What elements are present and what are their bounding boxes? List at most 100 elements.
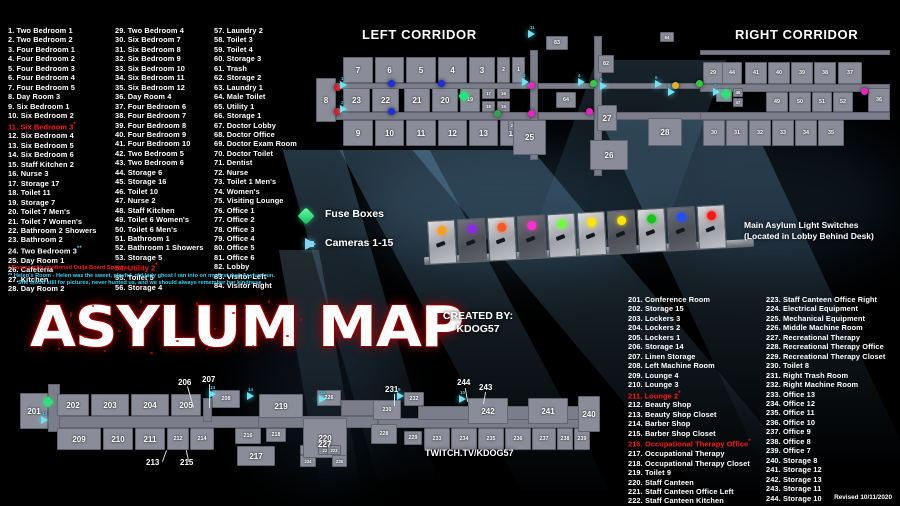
floor-room[interactable]: 38 (814, 62, 836, 84)
camera-marker[interactable] (578, 78, 585, 86)
light-switch[interactable] (546, 212, 578, 259)
floor-room[interactable]: 5 (406, 57, 436, 83)
floor-room[interactable]: 16 (497, 88, 510, 99)
map-marker-dot[interactable] (590, 80, 597, 87)
light-switch[interactable] (696, 204, 727, 250)
twitch-link[interactable]: TWITCH.TV/KDOG57 (425, 448, 514, 458)
map-marker-dot[interactable] (388, 80, 395, 87)
camera-marker[interactable] (459, 395, 466, 403)
floor-room[interactable]: 241 (528, 398, 568, 424)
floor-room[interactable]: 10 (375, 120, 404, 146)
floor-room[interactable]: 51 (812, 92, 832, 112)
switch-toggle[interactable] (615, 230, 626, 238)
light-switch[interactable] (486, 216, 518, 262)
floor-room[interactable]: 1 (512, 57, 525, 83)
map-marker-dot[interactable] (672, 82, 679, 89)
floor-room[interactable]: 8 (316, 78, 336, 122)
camera-marker[interactable] (340, 105, 347, 113)
light-switch[interactable] (666, 206, 697, 252)
map-marker-dot[interactable] (696, 80, 703, 87)
map-marker-dot[interactable] (334, 84, 341, 91)
camera-marker[interactable] (41, 416, 48, 424)
floor-room[interactable]: 23 (343, 88, 370, 112)
switch-toggle[interactable] (555, 234, 566, 242)
floor-room[interactable]: 52 (833, 92, 853, 112)
floor-room[interactable]: 202 (57, 394, 89, 416)
floor-room[interactable]: 228 (371, 424, 397, 444)
camera-marker[interactable] (209, 390, 216, 398)
floor-room[interactable]: 32 (749, 120, 771, 146)
floor-room[interactable]: 223 (327, 445, 341, 455)
floor-room[interactable]: 35 (818, 120, 844, 146)
floor-room[interactable]: 225 (332, 455, 347, 467)
floor-room[interactable]: 41 (745, 62, 767, 84)
floor-room[interactable]: 47 (733, 98, 743, 107)
floor-room[interactable]: 26 (590, 140, 628, 170)
map-marker-dot[interactable] (861, 88, 868, 95)
map-marker-dot[interactable] (388, 108, 395, 115)
floor-room[interactable]: 12 (438, 120, 467, 146)
floor-room[interactable]: 209 (57, 428, 101, 450)
floor-room[interactable]: 44 (722, 62, 742, 84)
floor-room[interactable]: 34 (795, 120, 817, 146)
floor-room[interactable]: 234 (451, 428, 477, 450)
floor-room[interactable]: 25 (513, 120, 546, 155)
floor-room[interactable]: 2 (497, 57, 510, 83)
map-marker-dot[interactable] (528, 110, 535, 117)
floor-room[interactable]: 30 (703, 120, 725, 146)
floor-room[interactable]: 36 (868, 88, 890, 112)
floor-room[interactable]: 216 (235, 428, 261, 444)
floor-room[interactable]: 214 (190, 428, 214, 450)
floor-room[interactable]: 238 (557, 428, 573, 450)
floor-room[interactable]: 208 (212, 390, 240, 408)
map-marker-dot[interactable] (528, 82, 535, 89)
floor-room[interactable]: 235 (478, 428, 504, 450)
floor-room[interactable]: 84 (660, 32, 674, 42)
camera-marker[interactable] (319, 395, 326, 403)
floor-room[interactable]: 28 (648, 118, 682, 146)
camera-marker[interactable] (247, 392, 254, 400)
camera-marker[interactable] (668, 88, 675, 96)
switch-toggle[interactable] (705, 225, 716, 233)
floor-room[interactable]: 11 (406, 120, 436, 146)
light-switch[interactable] (516, 214, 548, 260)
light-switch[interactable] (456, 217, 488, 264)
floor-room[interactable]: 217 (237, 446, 275, 466)
floor-room[interactable]: 205 (171, 394, 201, 416)
camera-marker[interactable] (600, 82, 607, 90)
switch-toggle[interactable] (675, 227, 686, 235)
floor-room[interactable]: 29 (703, 62, 723, 84)
camera-marker[interactable] (397, 392, 404, 400)
floor-room[interactable]: 212 (167, 428, 189, 450)
floor-room[interactable]: 219 (259, 394, 303, 418)
switch-toggle[interactable] (645, 229, 656, 237)
floor-room[interactable]: 46 (733, 88, 743, 97)
floor-room[interactable]: 17 (482, 88, 495, 99)
floor-room[interactable]: 39 (791, 62, 813, 84)
light-switch[interactable] (426, 219, 458, 265)
switch-toggle[interactable] (495, 237, 506, 245)
light-switch[interactable] (606, 209, 638, 255)
floor-room[interactable]: 210 (103, 428, 133, 450)
floor-room[interactable]: 204 (131, 394, 169, 416)
floor-room[interactable]: 21 (404, 88, 430, 112)
light-switch[interactable] (636, 207, 667, 254)
map-marker-dot[interactable] (586, 108, 593, 115)
floor-room[interactable]: 82 (598, 55, 614, 73)
floor-room[interactable]: 13 (469, 120, 498, 146)
floor-room[interactable]: 218 (266, 428, 286, 442)
floor-room[interactable]: 203 (91, 394, 129, 416)
switch-toggle[interactable] (525, 235, 536, 243)
floor-room[interactable]: 20 (432, 88, 458, 112)
floor-room[interactable]: 236 (505, 428, 531, 450)
floor-room[interactable]: 3 (469, 57, 495, 83)
map-marker-dot[interactable] (334, 108, 341, 115)
floor-room[interactable]: 31 (726, 120, 748, 146)
camera-marker[interactable] (713, 88, 720, 96)
floor-room[interactable]: 9 (343, 120, 373, 146)
floor-room[interactable]: 237 (532, 428, 556, 450)
floor-room[interactable]: 37 (838, 62, 862, 84)
floor-room[interactable]: 49 (766, 92, 788, 112)
switch-toggle[interactable] (585, 232, 596, 240)
light-switch[interactable] (576, 211, 608, 257)
